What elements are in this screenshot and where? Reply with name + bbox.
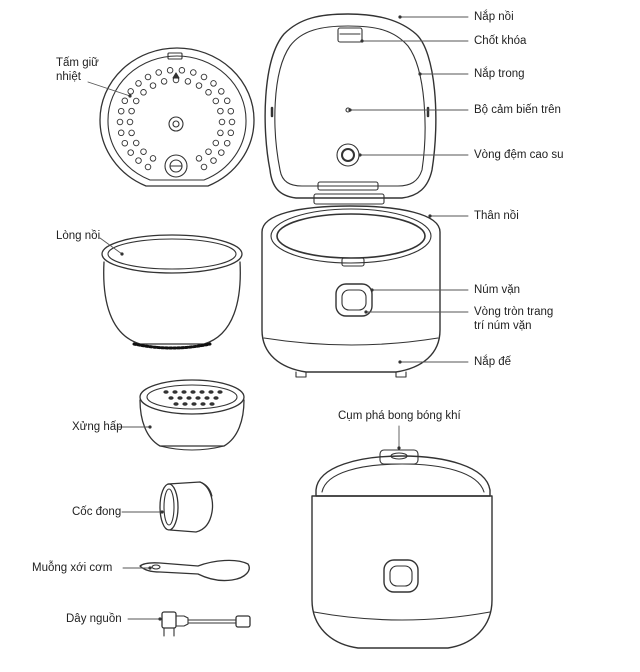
vent-hole xyxy=(140,148,147,155)
steamer-hole xyxy=(173,402,179,406)
label-body: Thân nồi xyxy=(474,210,519,222)
steamer-hole xyxy=(163,390,169,394)
vent-hole xyxy=(117,107,125,115)
vent-hole xyxy=(116,118,124,126)
steamer-hole xyxy=(177,396,183,400)
vent-hole xyxy=(205,148,212,155)
steamer-hole xyxy=(190,390,196,394)
vent-hole xyxy=(210,157,217,164)
vent-hole xyxy=(212,139,220,147)
vent-hole xyxy=(217,129,224,137)
vent-hole xyxy=(184,78,192,85)
steamer-hole xyxy=(186,396,192,400)
vent-hole xyxy=(127,88,134,95)
vent-hole xyxy=(144,73,152,81)
steamer-hole xyxy=(181,390,187,394)
steamer-hole xyxy=(168,396,174,400)
vent-hole xyxy=(195,155,203,162)
vent-hole xyxy=(217,107,224,115)
label-lid: Nắp nồi xyxy=(474,11,514,23)
vent-hole xyxy=(223,139,231,147)
vent-hole xyxy=(149,155,157,162)
closed-cooker-illustration xyxy=(311,449,493,649)
steamer-hole xyxy=(213,396,219,400)
vent-hole xyxy=(117,129,125,137)
vent-hole xyxy=(121,97,129,105)
steamer-hole xyxy=(204,396,210,400)
steamer-illustration xyxy=(139,379,245,451)
vent-hole xyxy=(126,118,134,126)
label-heat-plate: Tấm giữ nhiệt xyxy=(56,57,99,83)
label-steam-vent: Cụm phá bong bóng khí xyxy=(338,410,461,422)
heat-plate-illustration xyxy=(99,47,255,187)
open-cooker-illustration xyxy=(261,13,441,378)
vent-hole xyxy=(227,129,235,137)
label-rubber-gasket: Vòng đệm cao su xyxy=(474,149,564,161)
vent-hole xyxy=(132,97,140,105)
vent-hole xyxy=(178,67,186,74)
steamer-hole xyxy=(172,390,178,394)
vent-hole xyxy=(210,80,217,87)
steamer-hole xyxy=(191,402,197,406)
leader-lines xyxy=(87,16,469,620)
inner-pot-illustration xyxy=(101,234,243,350)
rice-paddle-illustration xyxy=(139,559,250,582)
label-steamer: Xửng hấp xyxy=(72,421,123,433)
vent-hole xyxy=(128,129,135,137)
measuring-cup-illustration xyxy=(159,481,214,533)
label-knob-ring: Vòng tròn trang trí núm vặn xyxy=(474,306,554,332)
vent-hole xyxy=(155,69,162,76)
steamer-hole xyxy=(200,402,206,406)
vent-hole xyxy=(132,139,140,147)
leader-dots xyxy=(120,15,432,621)
vent-hole xyxy=(223,97,231,105)
vent-hole xyxy=(160,78,168,85)
vent-hole xyxy=(195,82,203,89)
label-power-cord: Dây nguồn xyxy=(66,613,122,625)
steamer-hole xyxy=(182,402,188,406)
vent-hole xyxy=(166,67,174,74)
vent-hole xyxy=(135,157,142,164)
vent-hole xyxy=(218,88,225,95)
vent-hole xyxy=(212,97,220,105)
power-cord-illustration xyxy=(161,611,251,637)
vent-hole xyxy=(144,163,152,171)
label-rice-paddle: Muỗng xới cơm xyxy=(32,562,113,574)
label-top-sensor: Bộ cảm biến trên xyxy=(474,104,561,116)
label-base-cover: Nắp đế xyxy=(474,356,512,368)
label-measuring-cup: Cốc đong xyxy=(72,506,122,518)
steamer-hole xyxy=(209,402,215,406)
vent-hole xyxy=(200,163,208,171)
label-knob: Núm vặn xyxy=(474,284,521,296)
vent-hole xyxy=(128,107,135,115)
vent-hole xyxy=(190,69,197,76)
vent-hole xyxy=(200,73,208,81)
vent-hole xyxy=(205,89,212,96)
vent-hole xyxy=(149,82,157,89)
steamer-hole xyxy=(217,390,223,394)
vent-hole xyxy=(218,149,225,156)
label-inner-lid: Nắp trong xyxy=(474,68,525,80)
steamer-hole xyxy=(195,396,201,400)
vent-hole xyxy=(127,149,134,156)
steamer-hole xyxy=(199,390,205,394)
vent-hole xyxy=(140,89,147,96)
label-inner-pot: Lòng nồi xyxy=(56,230,101,242)
vent-hole xyxy=(228,118,236,126)
vent-hole xyxy=(218,118,226,126)
vent-hole xyxy=(135,80,142,87)
vent-hole xyxy=(121,139,129,147)
label-lock-latch: Chốt khóa xyxy=(474,35,527,47)
vent-hole xyxy=(227,107,235,115)
vent-hole xyxy=(172,76,180,84)
steamer-hole xyxy=(208,390,214,394)
